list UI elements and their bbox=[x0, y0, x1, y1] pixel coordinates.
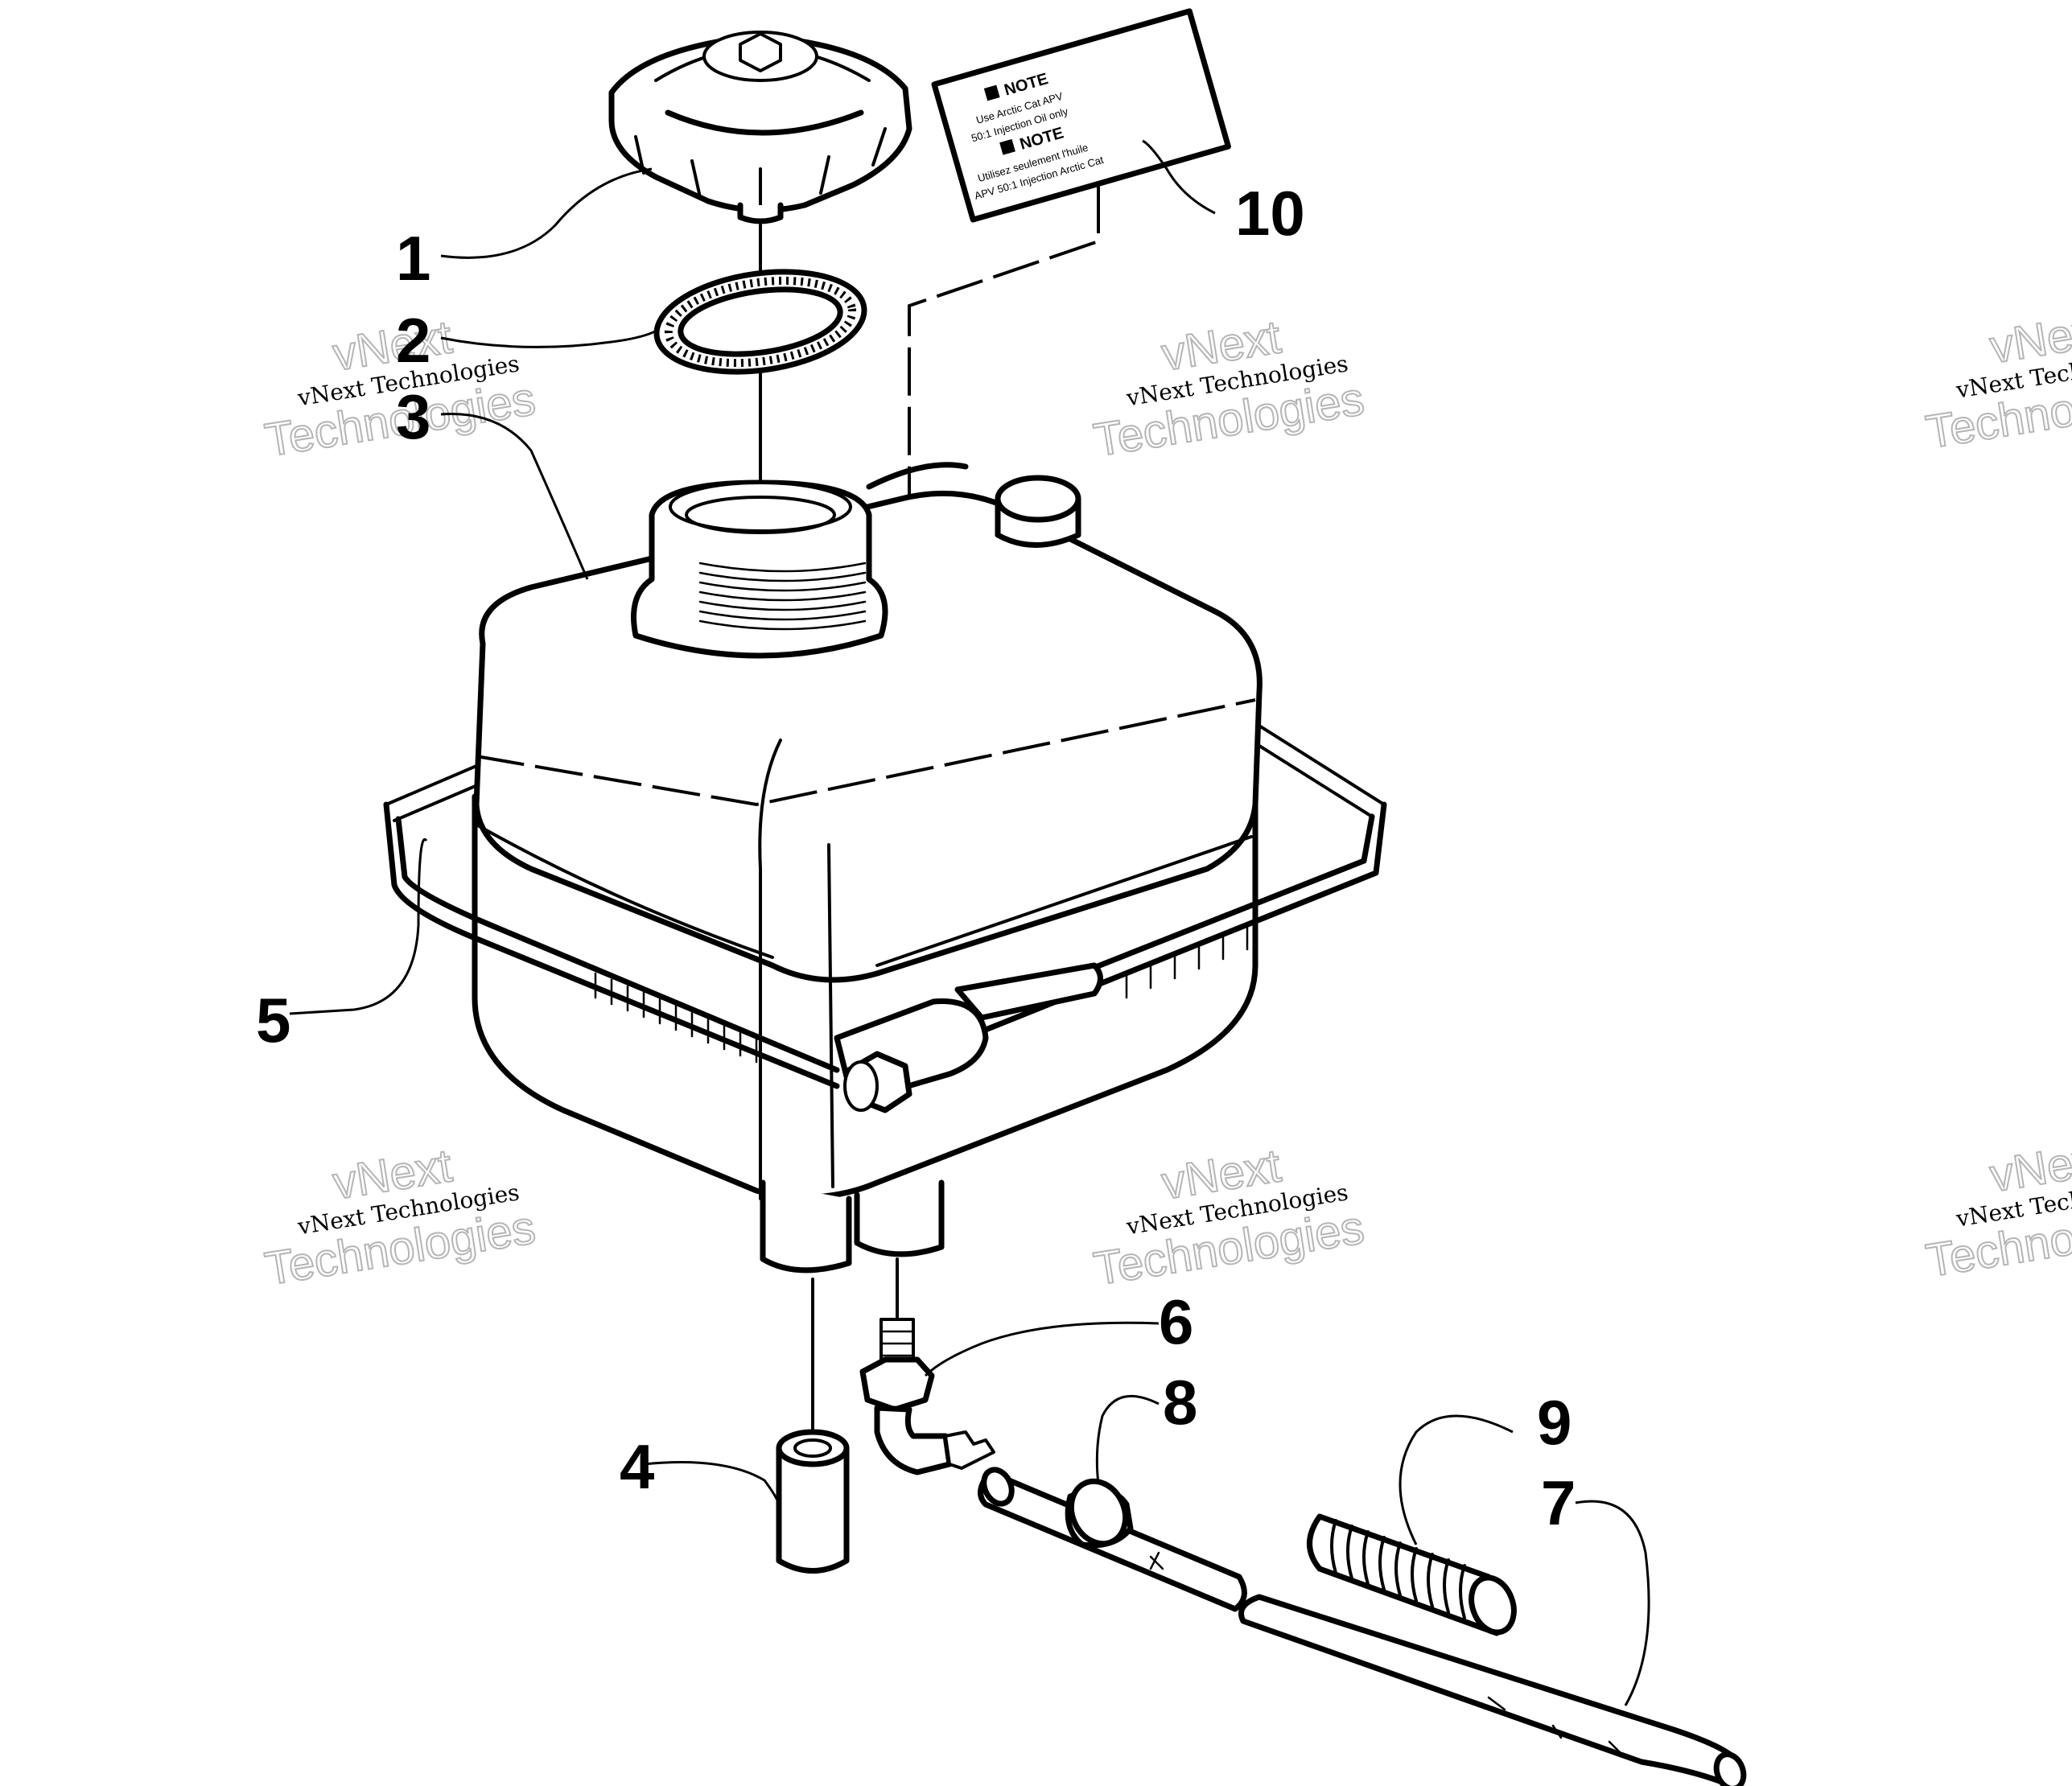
watermark-bottom-right: vNext Technologies vNext Technologies bbox=[1922, 1131, 2072, 1288]
watermark-bottom-left: vNext Technologies vNext Technologies bbox=[261, 1138, 540, 1296]
strap-serrations bbox=[594, 924, 1249, 1064]
spring-guard bbox=[1307, 1513, 1517, 1636]
grommet bbox=[776, 1429, 850, 1574]
callout-9: 9 bbox=[1537, 1387, 1572, 1458]
watermark-top-right: vNext Technologies vNext Technologies bbox=[1922, 302, 2072, 459]
leader-lines bbox=[289, 139, 1650, 1706]
elbow-fitting bbox=[859, 1318, 995, 1475]
hose-clamp-and-short-hose bbox=[978, 1467, 1247, 1612]
watermark-top-center: vNext Technologies vNext Technologies bbox=[1090, 310, 1369, 467]
callout-5: 5 bbox=[256, 985, 290, 1056]
callout-1: 1 bbox=[396, 223, 430, 294]
label-placement-line bbox=[908, 185, 1100, 660]
note-label: NOTE Use Arctic Cat APV 50:1 Injection O… bbox=[931, 8, 1231, 223]
callout-7: 7 bbox=[1541, 1467, 1576, 1538]
callout-6: 6 bbox=[1159, 1286, 1193, 1357]
tank-strap bbox=[383, 801, 1387, 1113]
watermark-top-left: vNext Technologies vNext Technologies bbox=[261, 310, 540, 467]
callout-numbers: 1 2 3 4 5 6 7 8 9 10 bbox=[256, 178, 1576, 1538]
tank-cap bbox=[608, 31, 912, 224]
callout-3: 3 bbox=[396, 381, 430, 452]
oil-hose bbox=[1238, 1594, 1747, 1786]
watermark-bottom-center: vNext Technologies vNext Technologies bbox=[1090, 1138, 1369, 1296]
callout-8: 8 bbox=[1163, 1367, 1197, 1438]
callout-2: 2 bbox=[396, 305, 430, 376]
oil-tank bbox=[472, 462, 1263, 1274]
callout-4: 4 bbox=[620, 1431, 654, 1502]
callout-10: 10 bbox=[1235, 178, 1305, 249]
cap-gasket bbox=[653, 269, 867, 375]
